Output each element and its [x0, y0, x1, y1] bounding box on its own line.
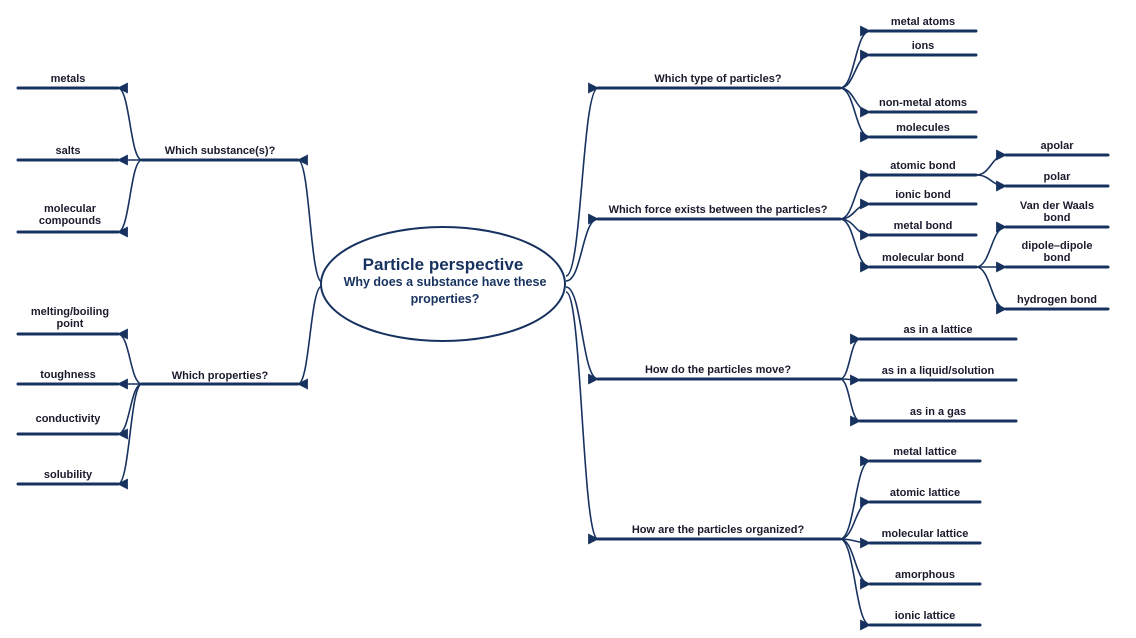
link-particle-type-0: [839, 25, 872, 89]
link-center-properties: [296, 285, 323, 390]
leaf-toughness: toughness: [40, 369, 96, 381]
leaf-molecules: molecules: [896, 122, 950, 134]
branch-label-movement: How do the particles move?: [644, 364, 792, 376]
leaf-as-in-a-liquid-solution: as in a liquid/solution: [881, 365, 995, 377]
link-center-particle-type: [565, 82, 600, 277]
leaf-conductivity: conductivity: [35, 413, 101, 425]
link-forces-0: [839, 169, 872, 220]
link-properties-solubility: [116, 383, 143, 490]
branch-label-forces: Which force exists between the particles…: [608, 204, 828, 216]
branch-label-organization: How are the particles organized?: [631, 524, 805, 536]
branch-label-substances: Which substance(s)?: [164, 145, 276, 157]
link-movement-0: [839, 333, 862, 380]
link-substances-molecular-compounds: [116, 159, 143, 238]
leaf-non-metal-atoms: non-metal atoms: [878, 97, 967, 109]
leaf-ionic-lattice: ionic lattice: [894, 610, 956, 622]
link-particle-type-2: [839, 87, 872, 118]
link-center-movement: [565, 286, 600, 385]
leaf-apolar: apolar: [1040, 140, 1074, 152]
branch-label-particle-type: Which type of particles?: [654, 73, 782, 85]
leaf-ions: ions: [911, 40, 935, 52]
leaf-molecular-bond: molecular bond: [882, 252, 964, 264]
link-particle-type-1: [839, 49, 872, 89]
leaf-melting-boiling-point: melting/boiling point: [30, 306, 110, 330]
link-center-forces: [565, 213, 600, 282]
central-node-ellipse: [320, 226, 566, 342]
link-atomic-bond-sub-0: [975, 149, 1008, 176]
leaf-metal-lattice: metal lattice: [893, 446, 957, 458]
leaf-atomic-lattice: atomic lattice: [889, 487, 961, 499]
link-particle-type-3: [839, 87, 872, 143]
leaf-polar: polar: [1043, 171, 1071, 183]
link-center-substances: [296, 154, 323, 283]
branch-label-properties: Which properties?: [171, 370, 269, 382]
link-molecular-bond-sub-2: [975, 266, 1008, 315]
leaf-hydrogen-bond: hydrogen bond: [1016, 294, 1098, 306]
leaf-dipole-dipole-bond: dipole–dipole bond: [1021, 240, 1093, 264]
leaf-molecular-lattice: molecular lattice: [881, 528, 969, 540]
central-node-subtitle: Why does a substance have these properti…: [343, 275, 547, 306]
link-organization-0: [839, 455, 872, 540]
leaf-as-in-a-gas: as in a gas: [909, 406, 967, 418]
leaf-molecular-compounds: molecular compounds: [38, 203, 102, 227]
link-movement-2: [839, 378, 862, 427]
central-node-title: Particle perspective: [362, 255, 524, 274]
link-properties-melting: [116, 328, 143, 385]
leaf-metal-bond: metal bond: [893, 220, 953, 232]
leaf-amorphous: amorphous: [895, 569, 955, 581]
leaf-ionic-bond: ionic bond: [895, 189, 951, 201]
link-properties-conductivity: [116, 383, 143, 440]
link-organization-4: [839, 538, 872, 631]
link-molecular-bond-sub-0: [975, 221, 1008, 268]
link-organization-1: [839, 496, 872, 540]
leaf-as-in-a-lattice: as in a lattice: [903, 324, 973, 336]
link-substances-metals: [116, 82, 143, 161]
leaf-salts: salts: [55, 145, 81, 157]
leaf-metal-atoms: metal atoms: [890, 16, 956, 28]
link-atomic-bond-sub-1: [975, 174, 1008, 192]
leaf-atomic-bond: atomic bond: [890, 160, 956, 172]
leaf-metals: metals: [50, 73, 86, 85]
leaf-van-der-waals-bond: Van der Waals bond: [1019, 200, 1095, 224]
leaf-solubility: solubility: [43, 469, 93, 481]
link-organization-3: [839, 538, 872, 590]
link-center-organization: [565, 291, 600, 545]
link-forces-3: [839, 218, 872, 273]
